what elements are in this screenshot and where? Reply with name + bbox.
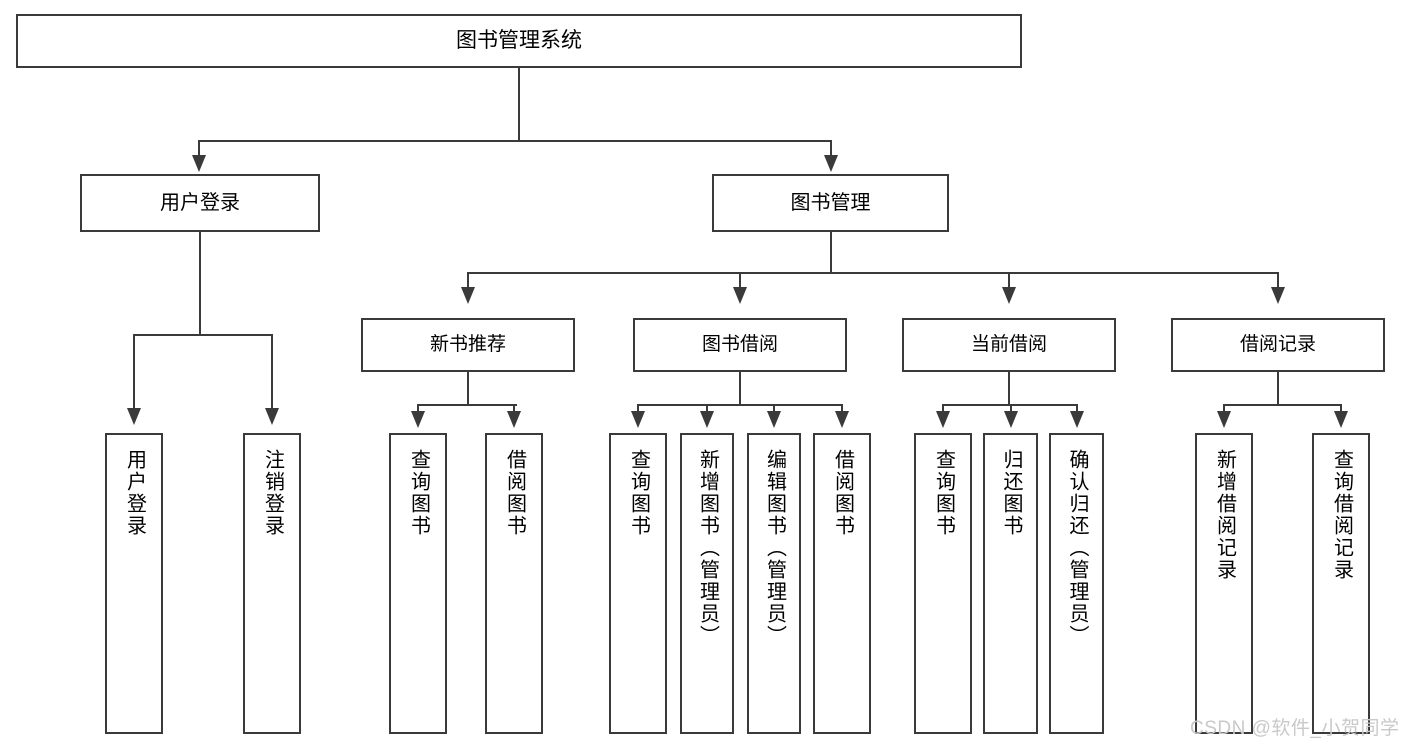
connector-nbr-bus <box>417 404 517 406</box>
leaf-bb-add-book[interactable]: 新增图书（管理员） <box>680 433 734 734</box>
connector-root-drop-book-management <box>830 140 832 157</box>
node-label: 当前借阅 <box>970 334 1047 356</box>
connector-bb-bus <box>637 404 842 406</box>
arrowhead-book-borrow <box>733 287 747 304</box>
leaf-logout[interactable]: 注销登录 <box>243 433 301 734</box>
leaf-label: 编辑图书（管理员） <box>763 449 786 647</box>
leaf-bb-borrow-book[interactable]: 借阅图书 <box>813 433 871 734</box>
arrowhead-bb-edit-book <box>767 411 781 428</box>
connector-bm-drop-current-borrow <box>1008 272 1010 289</box>
connector-br-trunk <box>1277 372 1279 406</box>
leaf-label: 查询图书 <box>932 449 955 537</box>
connector-root-trunk <box>518 68 520 142</box>
node-label: 图书管理 <box>790 191 871 214</box>
node-new-book-recommend[interactable]: 新书推荐 <box>361 318 575 372</box>
arrowhead-nbr-query-book <box>411 411 425 428</box>
node-label: 图书借阅 <box>701 334 778 356</box>
connector-br-bus <box>1223 404 1342 406</box>
leaf-label: 用户登录 <box>123 449 146 537</box>
node-label: 用户登录 <box>160 191 240 214</box>
node-root-book-management-system[interactable]: 图书管理系统 <box>16 14 1022 68</box>
connector-cb-drop-2 <box>1010 404 1012 413</box>
connector-bb-trunk <box>739 372 741 406</box>
connector-nbr-trunk <box>467 372 469 406</box>
connector-bm-drop-borrow-record <box>1277 272 1279 289</box>
leaf-label: 注销登录 <box>261 449 284 537</box>
node-user-login[interactable]: 用户登录 <box>80 174 320 232</box>
node-label: 借阅记录 <box>1239 334 1316 356</box>
leaf-user-login[interactable]: 用户登录 <box>105 433 163 734</box>
arrowhead-leaf-user-login <box>127 408 141 425</box>
connector-user-login-drop-2 <box>271 334 273 410</box>
arrowhead-bb-query-book <box>631 411 645 428</box>
connector-bb-drop-1 <box>637 404 639 413</box>
leaf-label: 新增借阅记录 <box>1213 449 1236 581</box>
node-borrow-record[interactable]: 借阅记录 <box>1171 318 1385 372</box>
arrowhead-cb-return-book <box>1004 411 1018 428</box>
leaf-label: 确认归还（管理员） <box>1066 449 1088 647</box>
connector-root-drop-user-login <box>198 140 200 157</box>
arrowhead-cb-confirm-return <box>1070 411 1084 428</box>
leaf-cb-confirm-return[interactable]: 确认归还（管理员） <box>1049 433 1104 734</box>
connector-br-drop-1 <box>1223 404 1225 413</box>
connector-user-login-drop-1 <box>133 334 135 410</box>
arrowhead-br-query-record <box>1334 411 1348 428</box>
leaf-label: 借阅图书 <box>503 449 526 537</box>
leaf-cb-query-book[interactable]: 查询图书 <box>914 433 972 734</box>
leaf-label: 查询图书 <box>407 449 430 537</box>
connector-bb-drop-4 <box>841 404 843 413</box>
arrowhead-user-login <box>192 155 206 172</box>
node-book-management[interactable]: 图书管理 <box>712 174 949 232</box>
arrowhead-cb-query-book <box>936 411 950 428</box>
arrowhead-bb-add-book <box>700 411 714 428</box>
leaf-nbr-borrow-book[interactable]: 借阅图书 <box>485 433 543 734</box>
connector-br-drop-2 <box>1340 404 1342 413</box>
arrowhead-borrow-record <box>1271 287 1285 304</box>
leaf-nbr-query-book[interactable]: 查询图书 <box>389 433 447 734</box>
leaf-label: 归还图书 <box>1000 449 1022 537</box>
connector-cb-trunk <box>1008 372 1010 406</box>
connector-nbr-drop-2 <box>513 404 515 413</box>
leaf-bb-edit-book[interactable]: 编辑图书（管理员） <box>747 433 801 734</box>
leaf-cb-return-book[interactable]: 归还图书 <box>983 433 1038 734</box>
arrowhead-new-book-recommend <box>461 287 475 304</box>
leaf-label: 查询借阅记录 <box>1330 449 1353 581</box>
leaf-label: 借阅图书 <box>831 449 854 537</box>
connector-root-bus <box>198 140 832 142</box>
connector-nbr-drop-1 <box>417 404 419 413</box>
leaf-label: 查询图书 <box>627 449 650 537</box>
arrowhead-current-borrow <box>1002 287 1016 304</box>
arrowhead-br-add-record <box>1217 411 1231 428</box>
arrowhead-leaf-logout <box>265 408 279 425</box>
arrowhead-book-management <box>824 155 838 172</box>
node-current-borrow[interactable]: 当前借阅 <box>902 318 1116 372</box>
node-book-borrow[interactable]: 图书借阅 <box>633 318 847 372</box>
node-label: 图书管理系统 <box>456 28 582 52</box>
connector-user-login-bus <box>133 334 273 336</box>
connector-book-management-trunk <box>830 232 832 274</box>
connector-cb-drop-3 <box>1076 404 1078 413</box>
leaf-br-query-record[interactable]: 查询借阅记录 <box>1312 433 1370 734</box>
connector-bm-drop-new-book <box>467 272 469 289</box>
leaf-br-add-record[interactable]: 新增借阅记录 <box>1195 433 1253 734</box>
connector-bm-drop-book-borrow <box>739 272 741 289</box>
connector-bb-drop-3 <box>773 404 775 413</box>
connector-book-management-bus <box>467 272 1277 274</box>
connector-bb-drop-2 <box>706 404 708 413</box>
leaf-label: 新增图书（管理员） <box>696 449 719 647</box>
leaf-bb-query-book[interactable]: 查询图书 <box>609 433 667 734</box>
node-label: 新书推荐 <box>429 334 506 356</box>
arrowhead-bb-borrow-book <box>835 411 849 428</box>
arrowhead-nbr-borrow-book <box>507 411 521 428</box>
connector-user-login-trunk <box>199 232 201 336</box>
connector-cb-drop-1 <box>942 404 944 413</box>
